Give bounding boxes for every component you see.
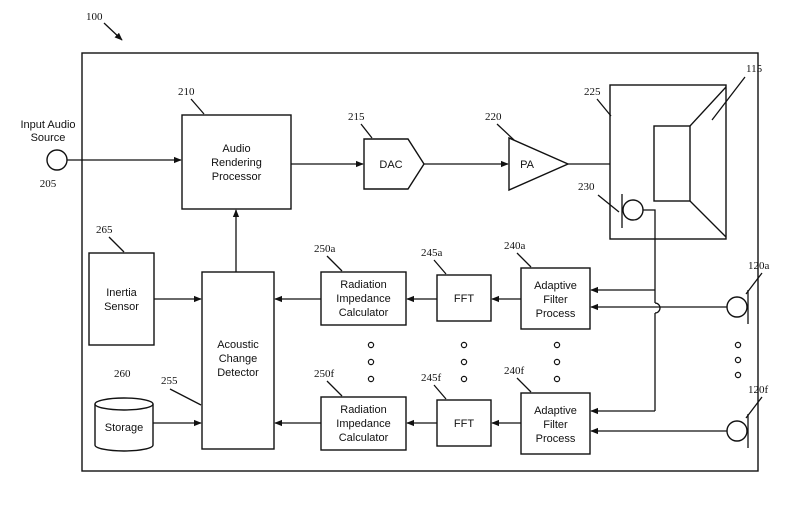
channel-ellipsis-dots (367, 341, 561, 383)
enclosure-leader (596, 98, 612, 117)
filter-f-line3: Process (536, 433, 576, 445)
filter-f-line1: Adaptive (534, 405, 577, 417)
fft-a-leader (433, 259, 447, 275)
fft-f-label: FFT (454, 418, 474, 430)
ref-calc-a: 250a (314, 243, 336, 255)
feed-crossover-hop (654, 302, 661, 314)
ref-enclosure: 225 (584, 86, 601, 98)
inertia-sensor (88, 252, 155, 346)
input-label-line1: Input Audio (20, 119, 75, 131)
filter-f-leader (516, 377, 532, 393)
filter-f-line2: Filter (543, 419, 568, 431)
ref-storage: 260 (114, 368, 131, 380)
pa-amplifier (508, 136, 570, 192)
audio-rendering-processor (181, 114, 292, 210)
pa-leader (496, 123, 515, 141)
mic-f-leader (745, 396, 763, 419)
speaker-cone-top (689, 86, 727, 127)
filter-a-line3: Process (536, 308, 576, 320)
ref-mic-a: 120a (748, 260, 770, 272)
ref-pa: 220 (485, 111, 502, 123)
dac-label: DAC (379, 159, 402, 171)
adaptive-filter-a (520, 267, 591, 330)
external-mic-f (726, 420, 748, 442)
fft-f-leader (433, 384, 447, 400)
speaker-leader (711, 76, 746, 121)
filter-a-line2: Filter (543, 294, 568, 306)
detector-line2: Change (219, 353, 258, 365)
internal-mic-feed-upper (643, 209, 656, 303)
dac-block (363, 138, 425, 190)
fft-a-label: FFT (454, 293, 474, 305)
detector-line1: Acoustic (217, 339, 259, 351)
calc-a-line1: Radiation (340, 279, 386, 291)
calc-a-line3: Calculator (339, 307, 389, 319)
adaptive-filter-f (520, 392, 591, 455)
system-pointer-arrow (103, 22, 123, 41)
ref-renderer: 210 (178, 86, 195, 98)
storage-label: Storage (105, 422, 144, 434)
mic-a-leader (745, 272, 763, 295)
ref-mic-f: 120f (748, 384, 769, 396)
renderer-line2: Rendering (211, 157, 262, 169)
external-mic-a (726, 296, 748, 318)
renderer-line3: Processor (212, 171, 262, 183)
ref-dac: 215 (348, 111, 365, 123)
ref-inertia: 265 (96, 224, 113, 236)
filter-a-line1: Adaptive (534, 280, 577, 292)
ref-speaker: 115 (746, 63, 763, 75)
ref-input: 205 (40, 178, 57, 190)
dac-leader (360, 123, 373, 139)
ref-detector: 255 (161, 375, 178, 387)
internal-mic-leader (597, 194, 620, 213)
radiation-impedance-calculator-f (320, 396, 407, 451)
input-label-line2: Source (31, 132, 66, 144)
radiation-impedance-calculator-a (320, 271, 407, 326)
calc-f-line1: Radiation (340, 404, 386, 416)
fft-f (436, 399, 492, 447)
inertia-leader (108, 236, 125, 253)
pa-label: PA (520, 159, 535, 171)
system-frame (81, 52, 759, 472)
ref-filter-a: 240a (504, 240, 526, 252)
calc-f-line3: Calculator (339, 432, 389, 444)
input-source-circle (46, 149, 68, 171)
fft-a (436, 274, 492, 322)
ref-calc-f: 250f (314, 368, 335, 380)
calc-a-leader (326, 255, 343, 272)
mic-ellipsis-dots (734, 341, 742, 379)
ref-internal-mic: 230 (578, 181, 595, 193)
calc-f-leader (326, 380, 343, 397)
storage-cylinder (94, 397, 154, 452)
speaker-cone-bottom (689, 200, 727, 238)
calc-a-line2: Impedance (336, 293, 390, 305)
acoustic-change-detector (201, 271, 275, 450)
internal-mic (622, 199, 644, 221)
detector-leader (169, 388, 202, 406)
inertia-line1: Inertia (106, 287, 137, 299)
detector-line3: Detector (217, 367, 259, 379)
renderer-leader (190, 98, 205, 115)
ref-fft-f: 245f (421, 372, 442, 384)
ref-system: 100 (86, 11, 103, 23)
ref-filter-f: 240f (504, 365, 525, 377)
inertia-line2: Sensor (104, 301, 139, 313)
calc-f-line2: Impedance (336, 418, 390, 430)
filter-a-leader (516, 252, 532, 268)
renderer-line1: Audio (222, 143, 250, 155)
ref-fft-a: 245a (421, 247, 443, 259)
speaker-driver (653, 125, 691, 202)
